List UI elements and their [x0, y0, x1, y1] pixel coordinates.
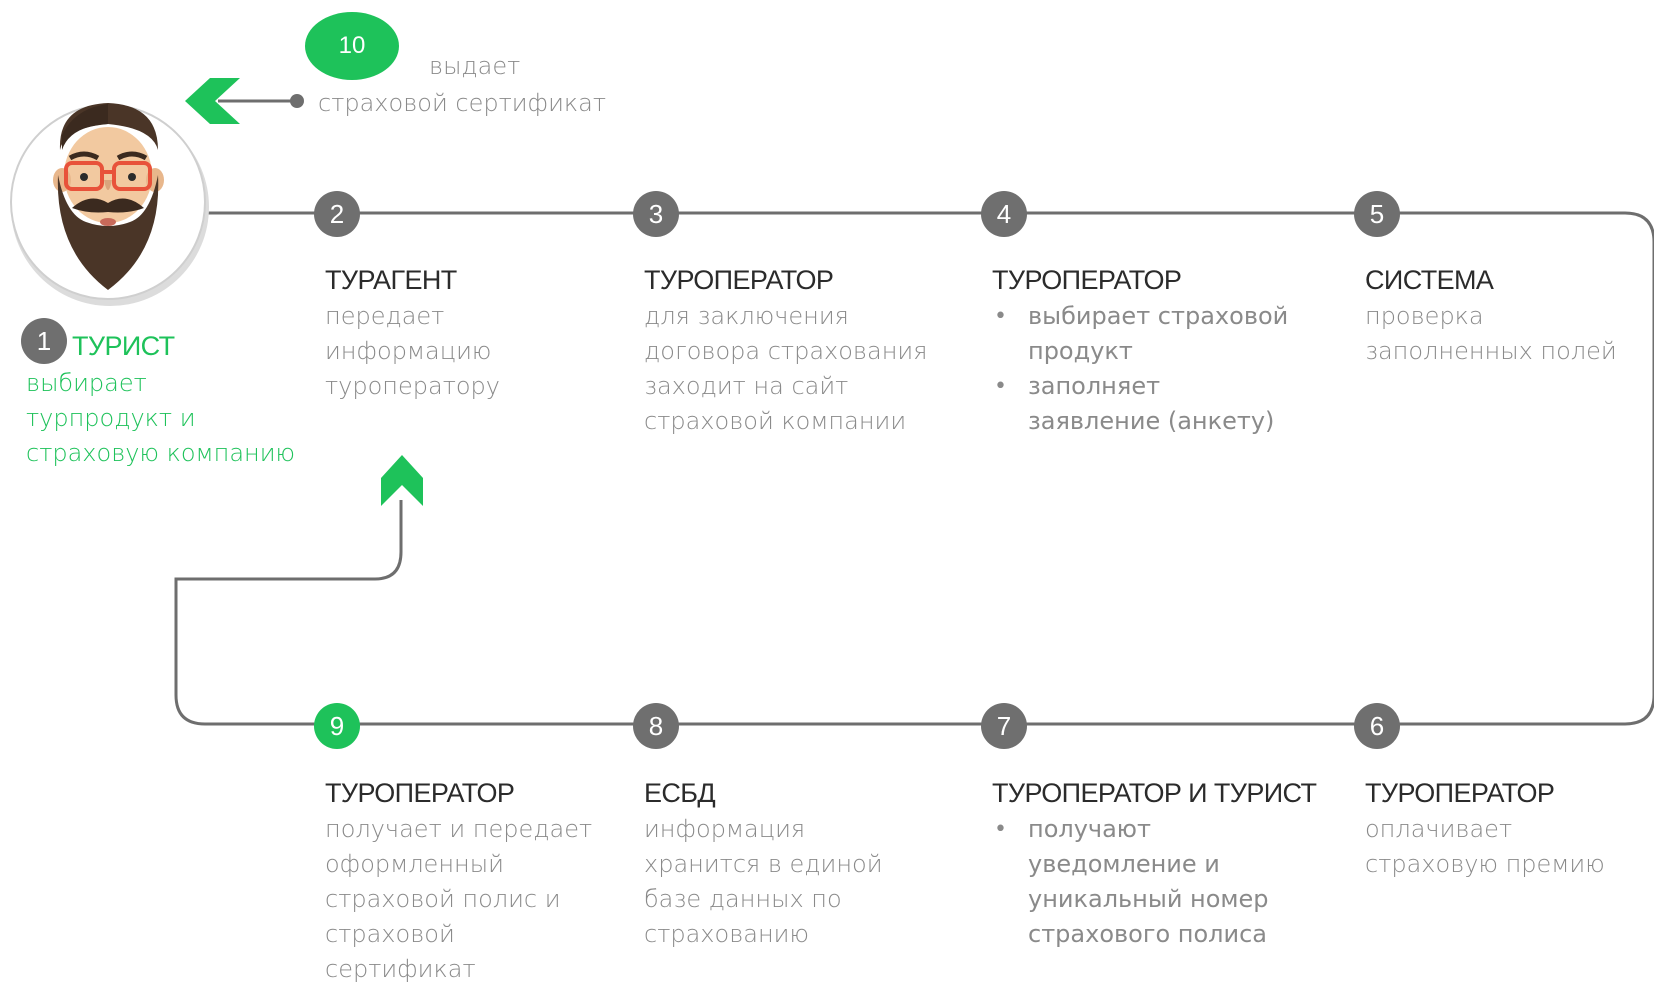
step-9-badge: 9: [314, 703, 360, 749]
step-4-title: ТУРОПЕРАТОР: [992, 265, 1182, 295]
step-1-desc-line: страховую компанию: [26, 439, 296, 467]
step-4-bullet: заполняет заявление (анкету): [992, 369, 1288, 439]
step-3-desc-line: заходит на сайт: [644, 372, 849, 400]
step-10-desc-line-1: выдает: [429, 52, 521, 80]
step-4-bullet: выбирает страховой продукт: [992, 299, 1288, 369]
step-3-desc-line: для заключения: [644, 302, 849, 330]
step-7: ТУРОПЕРАТОР И ТУРИСТ получают уведомлени…: [992, 777, 1317, 952]
step-10-desc-line-2: страховой сертификат: [318, 89, 606, 117]
connector-dot: [290, 94, 304, 108]
step-8: ЕСБД информация хранится в единой базе д…: [644, 777, 883, 952]
step-2-badge: 2: [314, 191, 360, 237]
step-9-desc-line: получает и передает: [325, 815, 593, 843]
arrow-up-icon: [381, 455, 423, 506]
step-3-badge: 3: [633, 191, 679, 237]
step-6-desc-line: страховую премию: [1365, 850, 1605, 878]
step-1-desc-line: выбирает: [26, 369, 147, 397]
step-8-title: ЕСБД: [644, 778, 716, 808]
step-9: ТУРОПЕРАТОР получает и передает оформлен…: [325, 777, 592, 987]
step-3-desc-line: страховой компании: [644, 407, 907, 435]
step-2: ТУРАГЕНТ передает информацию туроператор…: [325, 264, 500, 404]
step-5: СИСТЕМА проверка заполненных полей: [1365, 264, 1617, 369]
step-3: ТУРОПЕРАТОР для заключения договора стра…: [644, 264, 927, 439]
step-8-badge: 8: [633, 703, 679, 749]
step-5-desc-line: заполненных полей: [1365, 337, 1617, 365]
step-5-desc-line: проверка: [1365, 302, 1484, 330]
step-8-desc-line: информация: [644, 815, 806, 843]
step-9-desc-line: страховой полис и: [325, 885, 561, 913]
step-9-title: ТУРОПЕРАТОР: [325, 778, 515, 808]
step-4: ТУРОПЕРАТОР выбирает страховой продукт з…: [992, 264, 1288, 439]
step-1-title: ТУРИСТ: [72, 331, 175, 361]
step-8-desc-line: хранится в единой: [644, 850, 883, 878]
step-7-badge: 7: [981, 703, 1027, 749]
step-7-title: ТУРОПЕРАТОР И ТУРИСТ: [992, 778, 1317, 808]
step-2-desc-line: информацию: [325, 337, 492, 365]
flow-line: [174, 211, 1654, 726]
tourist-avatar: [10, 103, 209, 306]
step-1-desc: выбирает турпродукт и страховую компанию: [26, 366, 295, 471]
step-3-title: ТУРОПЕРАТОР: [644, 265, 834, 295]
step-8-desc-line: базе данных по: [644, 885, 842, 913]
step-5-title: СИСТЕМА: [1365, 265, 1494, 295]
step-4-badge: 4: [981, 191, 1027, 237]
step-1-badge: 1: [21, 318, 67, 364]
step-2-desc-line: передает: [325, 302, 445, 330]
step-6: ТУРОПЕРАТОР оплачивает страховую премию: [1365, 777, 1605, 882]
step-3-desc-line: договора страхования: [644, 337, 928, 365]
step-5-badge: 5: [1354, 191, 1400, 237]
step-10-badge: 10: [305, 12, 399, 80]
arrow-left-icon: [185, 78, 240, 124]
step-1-desc-line: турпродукт и: [26, 404, 196, 432]
step-6-desc-line: оплачивает: [1365, 815, 1513, 843]
step-2-title: ТУРАГЕНТ: [325, 265, 457, 295]
step-9-desc-line: оформленный: [325, 850, 504, 878]
step-1: ТУРИСТ: [72, 330, 175, 365]
step-9-desc-line: страховой: [325, 920, 455, 948]
step-9-desc-line: сертификат: [325, 955, 476, 983]
step-2-desc-line: туроператору: [325, 372, 500, 400]
step-8-desc-line: страхованию: [644, 920, 809, 948]
step-7-bullet: получают уведомление и уникальный номер …: [992, 812, 1316, 952]
step-6-title: ТУРОПЕРАТОР: [1365, 778, 1555, 808]
step-6-badge: 6: [1354, 703, 1400, 749]
